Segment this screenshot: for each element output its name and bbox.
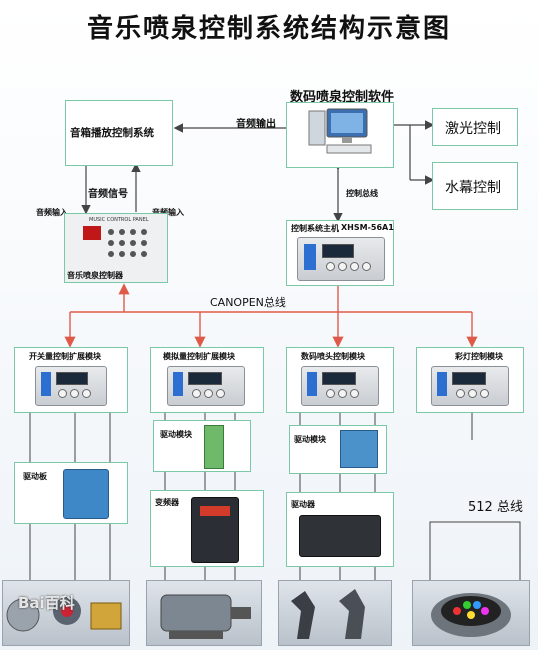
music-controller-box: MUSIC CONTROL PANEL 音乐喷泉控制器	[64, 213, 168, 283]
driver-label: 驱动器	[291, 500, 315, 509]
module-analog-box: 模拟量控制扩展模块	[150, 347, 264, 413]
audio-input-right-label: 音频输入	[152, 208, 184, 217]
control-bus-label: 控制总线	[346, 189, 378, 198]
computer-icon	[308, 108, 372, 154]
audio-input-left-label: 音频输入	[36, 208, 68, 217]
software-box	[286, 102, 394, 168]
module-light-label: 彩灯控制模块	[455, 352, 503, 361]
drive-module-2-box: 驱动模块	[153, 420, 251, 472]
nozzle-photo	[278, 580, 392, 646]
driver-box: 驱动器	[286, 492, 394, 567]
software-label: 数码喷泉控制软件	[290, 90, 395, 105]
module-switch-box: 开关量控制扩展模块	[14, 347, 128, 413]
drive-module-2-label: 驱动模块	[160, 430, 192, 439]
controller-panel-text: MUSIC CONTROL PANEL	[89, 217, 149, 223]
bus-512-label: 512 总线	[468, 500, 523, 515]
module-analog-label: 模拟量控制扩展模块	[163, 352, 235, 361]
drive-module-3-box: 驱动模块	[289, 425, 387, 474]
valve-photo	[2, 580, 130, 646]
controller-keypad-icon	[105, 226, 151, 266]
speaker-system-box: 音箱播放控制系统	[65, 100, 173, 166]
module-device-icon	[431, 366, 509, 406]
driver-icon	[299, 515, 381, 557]
laser-control-box: 激光控制	[432, 108, 518, 146]
module-device-icon	[167, 366, 245, 406]
watermark-text: Bai百科	[18, 594, 75, 612]
drive-module-3-label: 驱动模块	[294, 435, 326, 444]
inverter-icon	[191, 497, 239, 563]
module-switch-label: 开关量控制扩展模块	[29, 352, 101, 361]
motor-photo	[146, 580, 262, 646]
nozzle-icon	[291, 589, 365, 639]
canopen-bus-label: CANOPEN总线	[210, 296, 286, 309]
audio-output-label: 音频输出	[236, 119, 276, 130]
module-device-icon	[35, 366, 107, 406]
laser-control-label: 激光控制	[445, 121, 501, 137]
driver-board-label: 驱动板	[23, 472, 47, 481]
water-screen-box: 水幕控制	[432, 162, 518, 210]
motor-icon	[160, 594, 251, 639]
inverter-label: 变频器	[155, 498, 179, 507]
speaker-system-label: 音箱播放控制系统	[70, 127, 154, 139]
audio-signal-label: 音频信号	[88, 189, 128, 200]
controller-label: 音乐喷泉控制器	[67, 271, 123, 280]
host-model-label: XHSM-56A1	[341, 223, 394, 232]
led-light-icon	[431, 593, 511, 637]
module-light-box: 彩灯控制模块	[416, 347, 524, 413]
driver-board-box: 驱动板	[14, 462, 128, 524]
drive-module-icon	[204, 425, 224, 469]
water-screen-label: 水幕控制	[445, 180, 501, 196]
module-nozzle-box: 数码喷头控制模块	[286, 347, 394, 413]
controller-display-icon	[83, 226, 101, 240]
page-title: 音乐喷泉控制系统结构示意图	[86, 14, 451, 44]
inverter-box: 变频器	[150, 490, 264, 567]
host-label: 控制系统主机	[291, 224, 339, 233]
driver-board-icon	[63, 469, 109, 519]
valve-icon	[6, 597, 122, 632]
led-light-photo	[412, 580, 530, 646]
host-device-icon	[297, 237, 385, 281]
drive-module-icon	[340, 430, 378, 468]
module-device-icon	[301, 366, 379, 406]
host-box: 控制系统主机 XHSM-56A1	[286, 220, 394, 286]
module-nozzle-label: 数码喷头控制模块	[301, 352, 365, 361]
